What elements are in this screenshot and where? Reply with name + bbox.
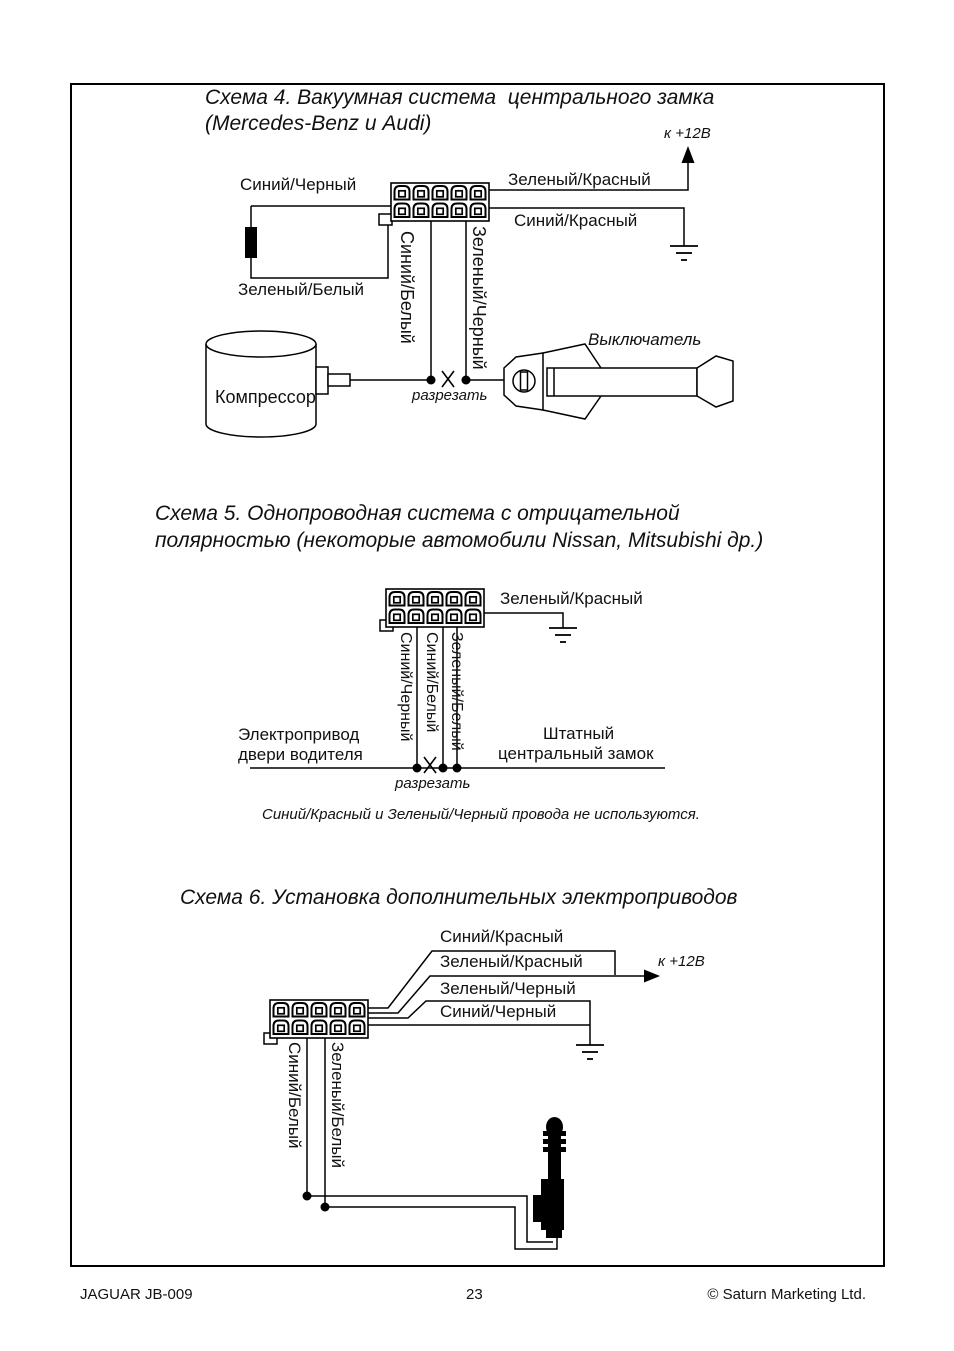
ground-icon: [576, 1044, 604, 1060]
junction-dot: [438, 763, 448, 773]
wire: [368, 975, 644, 1014]
junction-dot: [426, 375, 436, 385]
wire: [489, 207, 685, 246]
wire: [489, 158, 689, 191]
cut-mark-icon: [423, 756, 437, 774]
scheme5-driver-door-label-line1: Электропривод: [238, 725, 360, 744]
scheme6-diagram: [263, 950, 660, 1250]
scheme5-title-line1: Схема 5. Однопроводная система с отрицат…: [155, 502, 680, 525]
scheme6-wire-label-blue-white: Синий/Белый: [285, 1042, 304, 1149]
scheme5-central-lock-label-line2: центральный замок: [498, 744, 654, 763]
scheme5-title-line2: полярностью (некоторые автомобили Nissan…: [155, 529, 764, 552]
compressor-illustration: [205, 330, 351, 438]
scheme6-wire-label-blue-black: Синий/Черный: [440, 1002, 557, 1021]
actuator-illustration: [533, 1117, 566, 1238]
scheme4-switch-label: Выключатель: [588, 330, 702, 349]
scheme5-note: Синий/Красный и Зеленый/Черный провода н…: [262, 806, 700, 823]
junction-dot: [461, 375, 471, 385]
vacuum-valve-component: [245, 227, 257, 258]
scheme4-wire-label-blue-black: Синий/Черный: [240, 175, 357, 194]
wire: [368, 950, 616, 1009]
scheme6-wire-label-blue-red: Синий/Красный: [440, 927, 564, 946]
scheme5-wire-label-blue-white: Синий/Белый: [423, 632, 440, 733]
main-connector: [270, 1000, 368, 1038]
scheme4-wire-label-green-white: Зеленый/Белый: [238, 280, 365, 299]
wire: [325, 1206, 558, 1250]
scheme5-wire-label-green-red: Зеленый/Красный: [500, 589, 643, 608]
scheme5-wire-label-green-white: Зеленый/Белый: [448, 632, 465, 751]
scheme4-compressor-label: Компрессор: [215, 387, 316, 407]
scheme4-wire-label-green-red: Зеленый/Красный: [508, 170, 651, 189]
scheme4-title-line2: (Mercedes-Benz и Audi): [205, 112, 432, 135]
scheme5-driver-door-label-line2: двери водителя: [238, 745, 363, 764]
page-border: [70, 83, 885, 1267]
scheme4-cut-label: разрезать: [412, 387, 488, 404]
scheme4-wire-label-blue-red: Синий/Красный: [514, 211, 638, 230]
scheme4-wire-label-green-black: Зеленый/Черный: [469, 226, 489, 370]
scheme6-wire-label-green-black: Зеленый/Черный: [440, 979, 576, 998]
scheme5-central-lock-label-line1: Штатный: [543, 724, 615, 743]
ground-icon: [670, 245, 698, 261]
footer-model: JAGUAR JB-009: [80, 1286, 193, 1303]
footer-page-number: 23: [466, 1286, 483, 1303]
ground-icon: [549, 627, 577, 643]
cut-mark-icon: [441, 370, 455, 388]
junction-dot: [412, 763, 422, 773]
scheme6-power-label: к +12В: [658, 953, 705, 970]
scheme4-title-line1: Схема 4. Вакуумная система центрального …: [205, 86, 715, 109]
switch-illustration: [503, 343, 734, 420]
scheme6-wire-label-green-white: Зеленый/Белый: [328, 1042, 347, 1169]
scheme5-diagram: [250, 589, 665, 774]
connector-tab: [378, 213, 393, 226]
scheme4-wire-label-blue-white: Синий/Белый: [397, 231, 417, 344]
wire: [250, 225, 389, 279]
scheme6-title: Схема 6. Установка дополнительных электр…: [180, 886, 738, 909]
scheme4-diagram: [205, 146, 734, 438]
main-connector: [386, 589, 484, 627]
wire: [368, 1000, 591, 1045]
wire: [307, 1195, 553, 1243]
power-arrow-icon: [681, 146, 695, 163]
scheme6-wire-label-green-red: Зеленый/Красный: [440, 952, 583, 971]
wire: [484, 612, 564, 628]
scheme5-wire-label-blue-black: Синий/Черный: [397, 632, 414, 742]
main-connector: [391, 183, 489, 221]
junction-dot: [452, 763, 462, 773]
power-arrow-icon: [644, 969, 660, 983]
footer-copyright: © Saturn Marketing Ltd.: [707, 1286, 866, 1303]
scheme5-cut-label: разрезать: [395, 775, 471, 792]
scheme4-power-label: к +12В: [664, 125, 711, 142]
